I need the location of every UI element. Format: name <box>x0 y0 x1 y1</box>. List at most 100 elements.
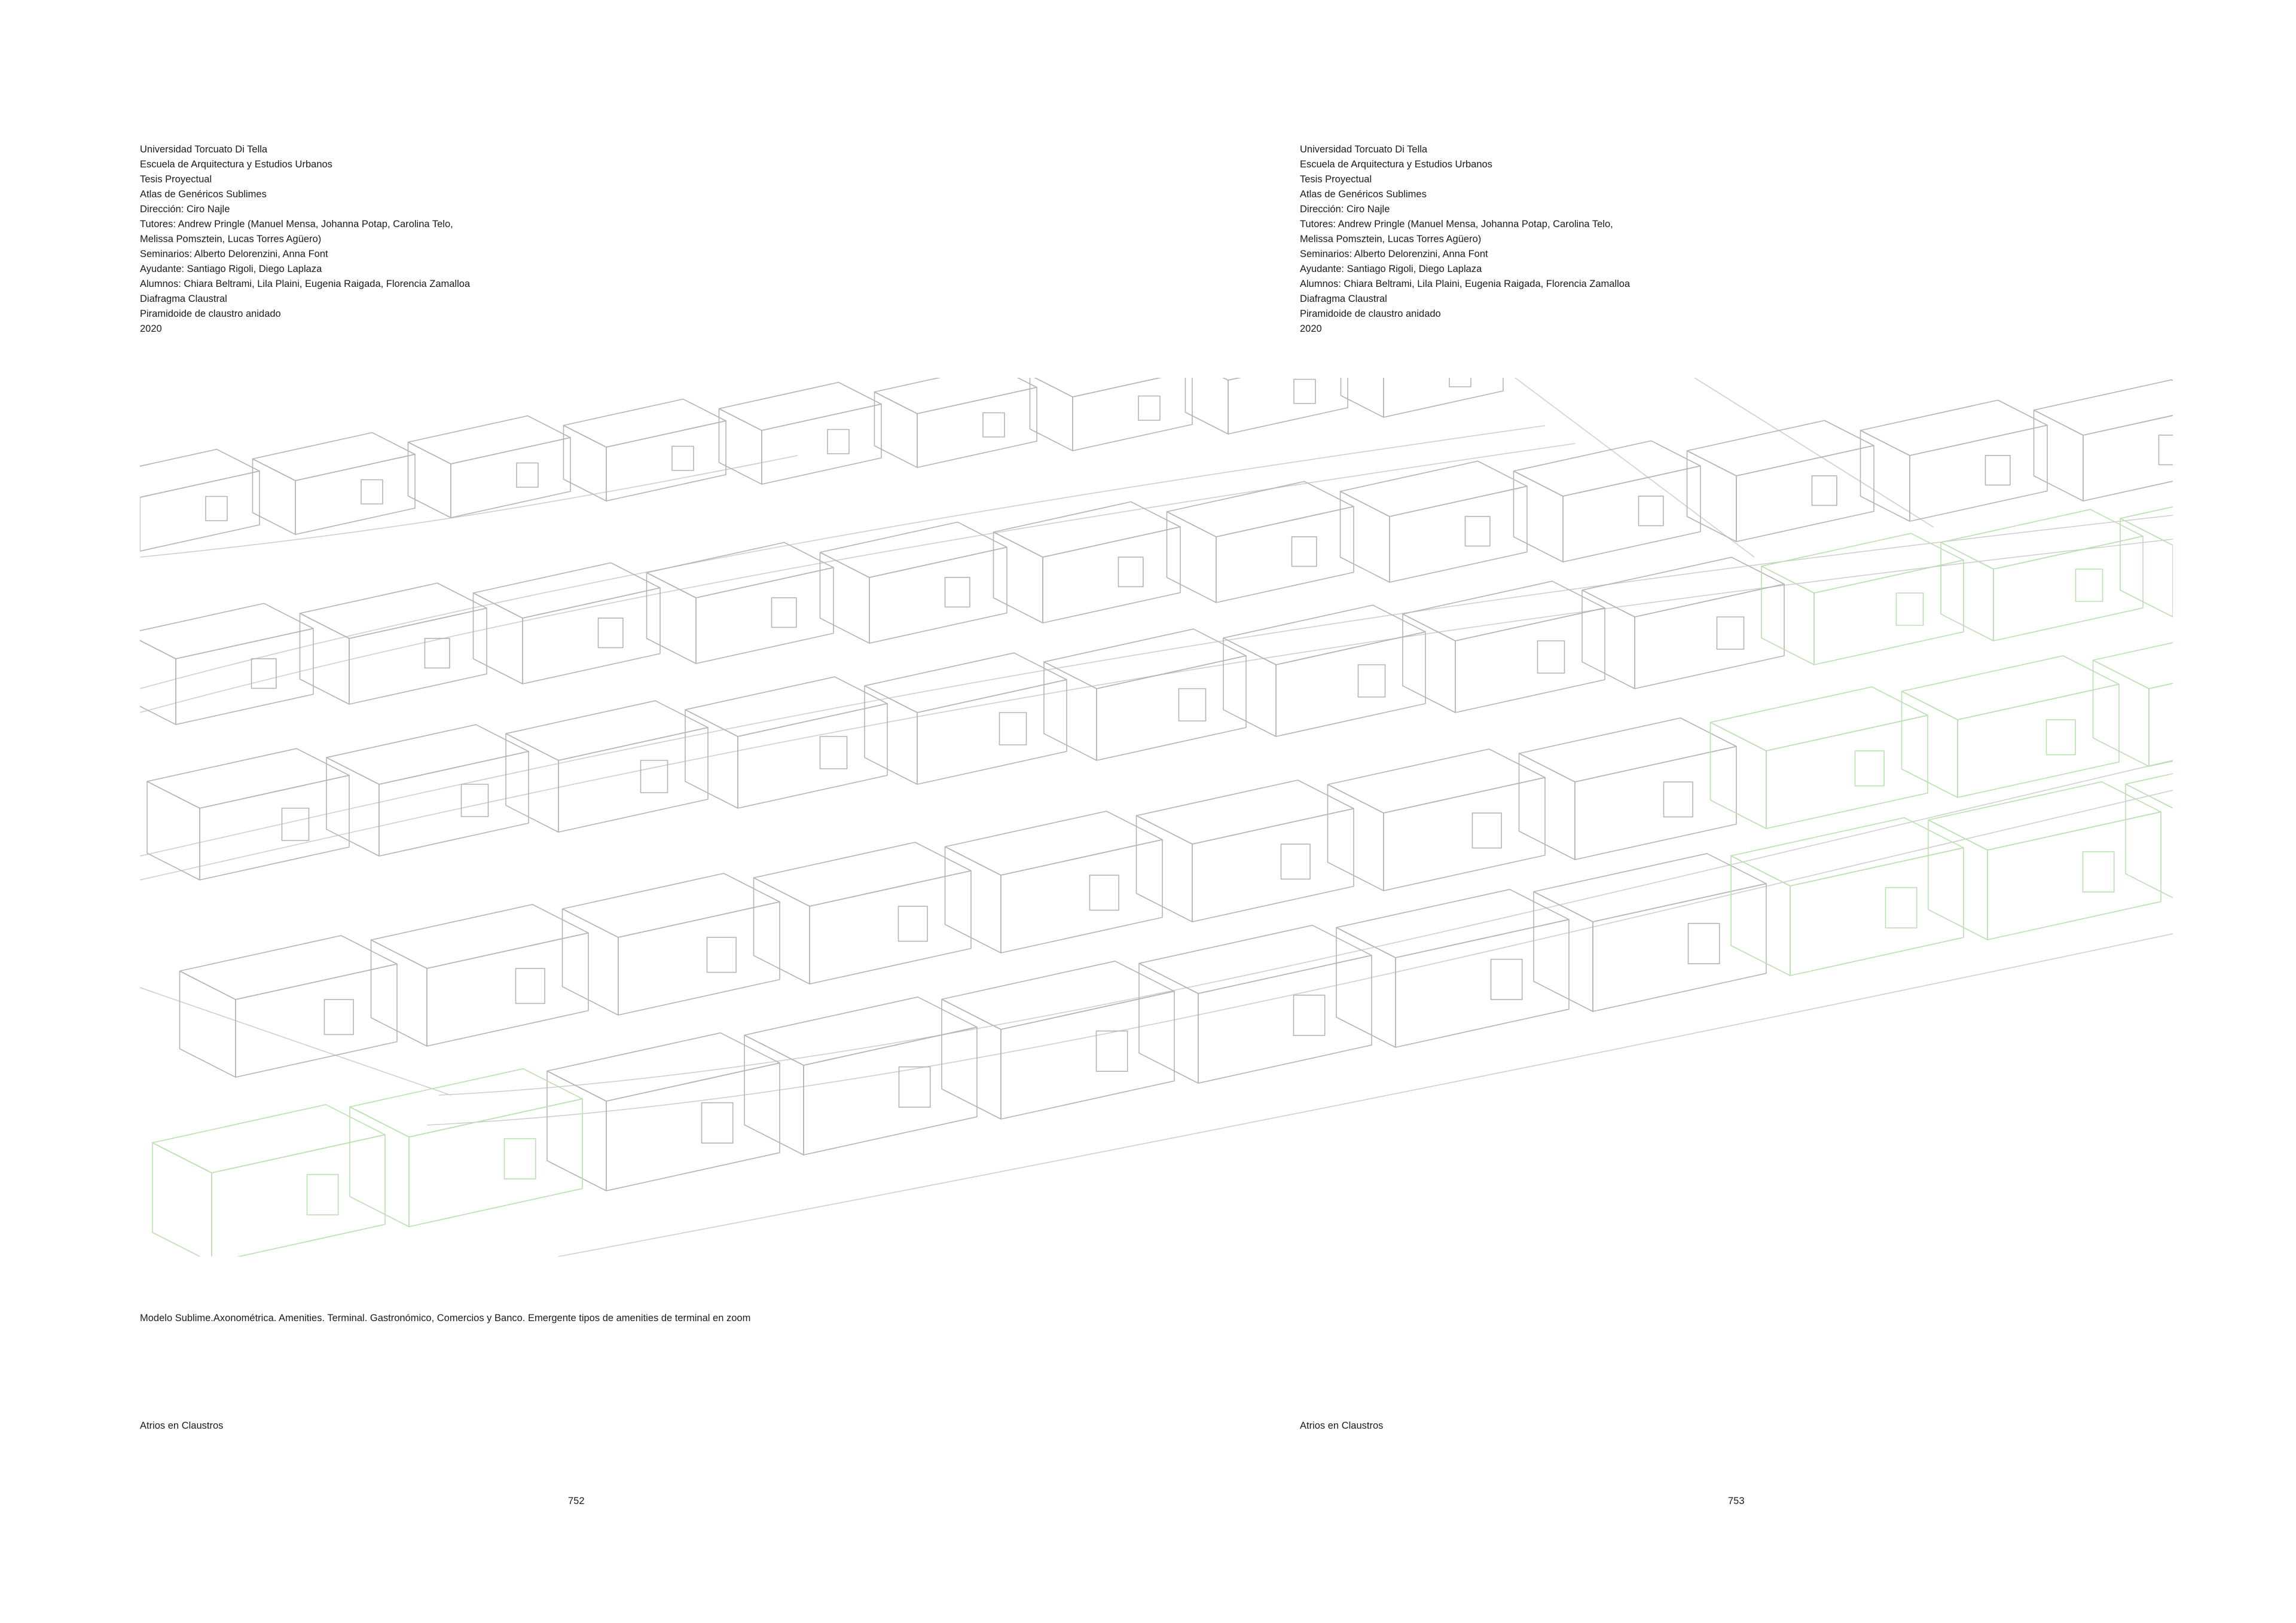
building-side <box>1860 430 1910 522</box>
building-side <box>1135 815 1193 922</box>
building-side <box>819 552 870 644</box>
credits-block-left: Universidad Torcuato Di Tella Escuela de… <box>140 142 558 337</box>
building-side <box>2092 659 2150 767</box>
building-roof <box>646 542 834 598</box>
building-window <box>1293 994 1326 1036</box>
building-window <box>205 496 228 521</box>
building-window <box>597 618 624 649</box>
building-roof <box>146 748 350 809</box>
building-facade <box>1562 465 1701 563</box>
building-roof <box>1686 420 1874 476</box>
building-facade <box>1383 777 1546 891</box>
building-side <box>1901 690 1958 798</box>
building-window <box>1293 378 1316 404</box>
building-window <box>1537 640 1565 674</box>
building-side <box>152 1142 212 1257</box>
figure-caption: Modelo Sublime.Axonométrica. Amenities. … <box>140 1313 751 1324</box>
building-side <box>944 846 1002 953</box>
building-window <box>706 937 737 973</box>
building-facade <box>809 870 972 985</box>
building-roof <box>1901 655 2120 720</box>
building-side <box>546 1070 607 1191</box>
credit-line: Dirección: Ciro Najle <box>140 204 230 215</box>
building-roof <box>140 448 260 498</box>
building-roof <box>1339 460 1528 517</box>
building-side <box>1327 784 1384 891</box>
building-side <box>1402 613 1456 713</box>
building-facade <box>1216 506 1354 603</box>
building-roof <box>370 904 589 969</box>
building-side <box>2120 518 2173 618</box>
building-side <box>1029 378 1073 451</box>
building-roof <box>1513 440 1701 497</box>
road-lines <box>140 378 2173 1257</box>
building-side <box>252 458 296 535</box>
building-roof <box>2033 379 2173 436</box>
building-facade <box>349 607 487 705</box>
building-side <box>718 408 762 485</box>
building-side <box>561 908 619 1016</box>
credit-line: Atlas de Genéricos Sublimes <box>1300 189 1427 200</box>
building-side <box>326 757 380 857</box>
credit-line: Universidad Torcuato Di Tella <box>140 144 268 155</box>
building-facade <box>1592 883 1767 1012</box>
building-window <box>999 712 1027 745</box>
building-facade <box>1957 683 2120 798</box>
building-roof <box>2120 506 2173 546</box>
building-side <box>1336 927 1396 1048</box>
building-window <box>1471 812 1502 849</box>
building-side <box>1223 637 1277 737</box>
building-window <box>944 577 970 608</box>
building-side <box>1340 378 1384 418</box>
building-window <box>1811 475 1837 506</box>
building-window <box>503 1138 536 1179</box>
building-facade <box>140 470 260 552</box>
building-facade <box>1198 955 1372 1084</box>
building-side <box>1518 753 1576 860</box>
building-side <box>472 592 523 684</box>
building-window <box>361 479 383 505</box>
building-side <box>407 441 451 518</box>
building-roof <box>472 562 661 619</box>
building-side <box>753 877 810 985</box>
building-window <box>1663 781 1693 818</box>
page-number-right: 753 <box>1728 1496 1745 1506</box>
building-facade <box>295 454 416 535</box>
building-window <box>323 999 354 1035</box>
credit-line: Escuela de Arquitectura y Estudios Urban… <box>140 159 332 170</box>
left-page: Universidad Torcuato Di Tella Escuela de… <box>140 142 751 1506</box>
building-facade <box>175 628 314 725</box>
building-window <box>1095 1030 1128 1072</box>
building-facade <box>618 901 780 1016</box>
building-side <box>370 939 428 1047</box>
building-facade <box>2083 415 2173 502</box>
amenity-boxes <box>152 506 2173 1257</box>
building-window <box>1449 378 1471 387</box>
building-window <box>1464 516 1491 547</box>
building-roof <box>1518 717 1737 783</box>
credit-line: Tutores: Andrew Pringle (Manuel Mensa, J… <box>1300 219 1613 244</box>
credit-line: Piramidoide de claustro anidado <box>1300 308 1441 319</box>
building-facade <box>426 932 589 1047</box>
building-window <box>1716 616 1745 650</box>
building-roof <box>718 381 882 431</box>
building-window <box>516 462 539 488</box>
building-window <box>2082 851 2115 893</box>
building-window <box>1638 496 1664 527</box>
building-side <box>146 781 200 881</box>
building-facade <box>1574 745 1737 860</box>
building-roof <box>505 700 709 761</box>
credit-line: Tesis Proyectual <box>140 174 212 185</box>
building-side <box>1138 962 1199 1084</box>
building-facade <box>869 546 1007 644</box>
building-roof <box>1940 509 2144 570</box>
building-window <box>1854 750 1885 787</box>
building-side <box>179 970 236 1078</box>
credit-line: 2020 <box>140 323 162 334</box>
building-facade <box>1000 839 1163 953</box>
building-facade <box>761 404 882 485</box>
building-side <box>941 998 1002 1120</box>
building-roof <box>1327 748 1546 814</box>
building-roof <box>753 842 972 907</box>
building-window <box>701 1102 734 1144</box>
